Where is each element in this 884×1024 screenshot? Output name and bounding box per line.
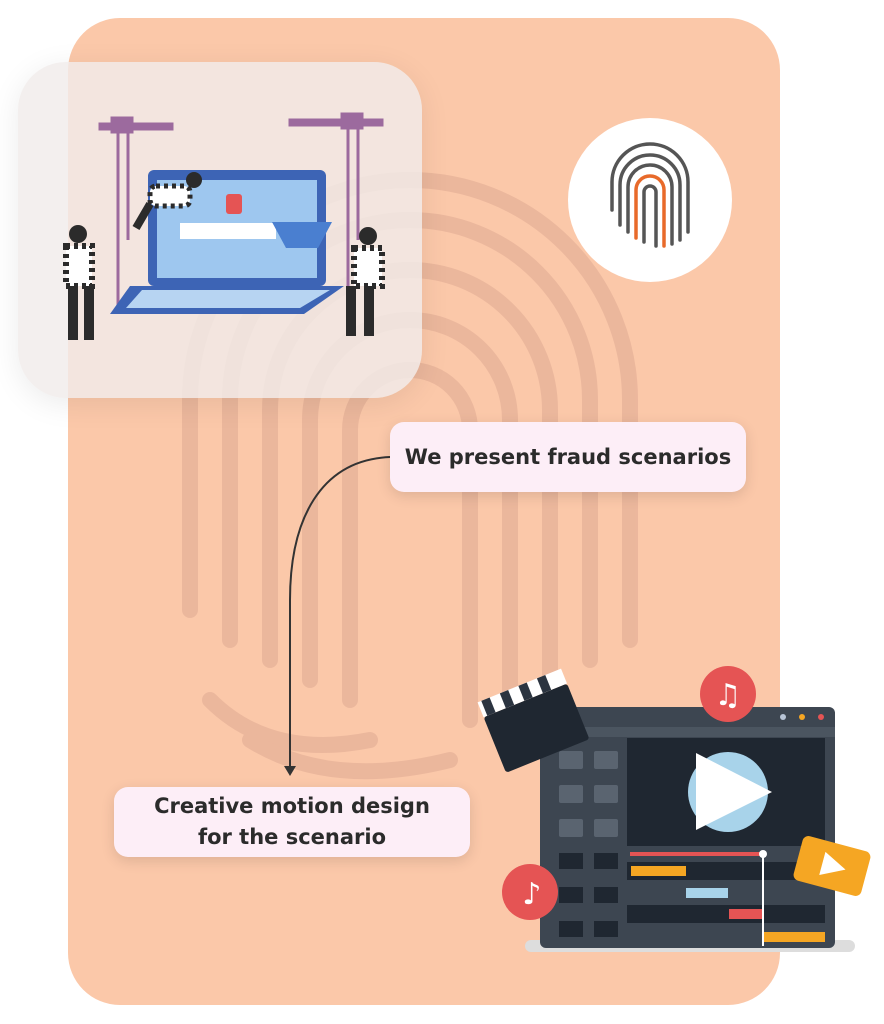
laptop-icon (110, 170, 344, 314)
editor-window (540, 707, 835, 948)
music-note-icon: ♪ (502, 864, 558, 920)
thief-figures (63, 172, 385, 340)
play-badge-icon (793, 836, 871, 896)
clapperboard-icon (477, 668, 589, 772)
step-label-fraud-scenarios: We present fraud scenarios (390, 422, 746, 492)
fingerprint-icon (610, 142, 690, 248)
music-note-icon: ♫ (700, 666, 756, 722)
svg-text:♫: ♫ (715, 678, 742, 713)
crane-poles (98, 112, 384, 310)
step-label-motion-design: Creative motion design for the scenario (114, 787, 470, 857)
svg-text:♪: ♪ (522, 877, 541, 912)
